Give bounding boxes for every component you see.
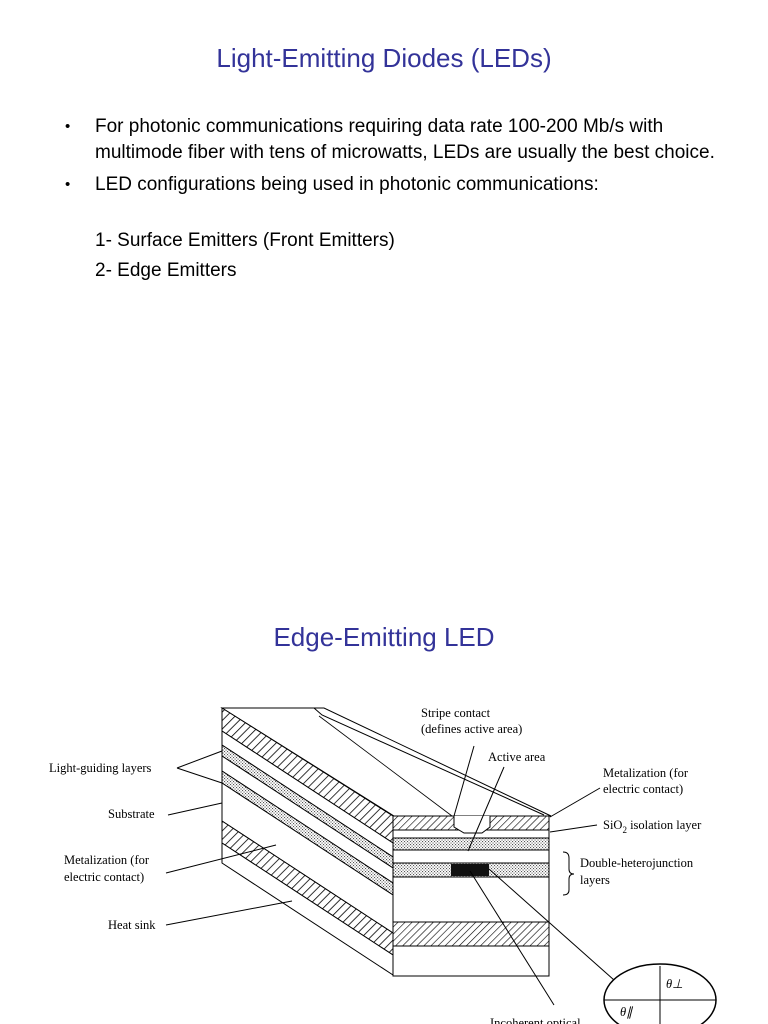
label-metalization-right-1: Metalization (for: [603, 766, 689, 780]
label-theta-perp: θ⊥: [666, 977, 683, 991]
label-sio2-isolation: SiO2 isolation layer: [603, 818, 702, 835]
bullet-item: • LED configurations being used in photo…: [62, 172, 722, 198]
label-metalization-left-2: electric contact): [64, 870, 144, 884]
bullet-dot-icon: •: [65, 118, 71, 135]
bullet-text: For photonic communications requiring da…: [95, 116, 715, 163]
label-double-heterojunction-1: Double-heterojunction: [580, 856, 694, 870]
edge-emitting-led-diagram: Light-guiding layers Substrate Metalizat…: [49, 706, 717, 1024]
leader-lines: [165, 745, 615, 1006]
label-incoherent-optical: Incoherent optical: [490, 1016, 581, 1024]
label-active-area: Active area: [488, 750, 546, 764]
emission-pattern: [603, 963, 717, 1024]
sub-item-surface-emitters: 1- Surface Emitters (Front Emitters): [95, 230, 395, 251]
label-substrate: Substrate: [108, 807, 155, 821]
figure-title: Edge-Emitting LED: [273, 622, 495, 652]
label-theta-parallel: θ∥: [620, 1005, 634, 1019]
label-metalization-left-1: Metalization (for: [64, 853, 150, 867]
label-stripe-contact-2: (defines active area): [421, 722, 522, 736]
bullet-item: • For photonic communications requiring …: [62, 114, 722, 166]
label-double-heterojunction-2: layers: [580, 873, 610, 887]
label-light-guiding-layers: Light-guiding layers: [49, 761, 152, 775]
label-metalization-right-2: electric contact): [603, 782, 683, 796]
label-heat-sink: Heat sink: [108, 918, 156, 932]
slide-title: Light-Emitting Diodes (LEDs): [216, 43, 552, 73]
bullet-list: • For photonic communications requiring …: [62, 114, 722, 204]
label-stripe-contact-1: Stripe contact: [421, 706, 491, 720]
front-face: [392, 815, 550, 977]
bullet-dot-icon: •: [65, 176, 71, 193]
bullet-text: LED configurations being used in photoni…: [95, 174, 599, 195]
active-area-block: [451, 864, 489, 876]
left-side-layers: [221, 707, 394, 976]
sub-item-edge-emitters: 2- Edge Emitters: [95, 260, 237, 281]
